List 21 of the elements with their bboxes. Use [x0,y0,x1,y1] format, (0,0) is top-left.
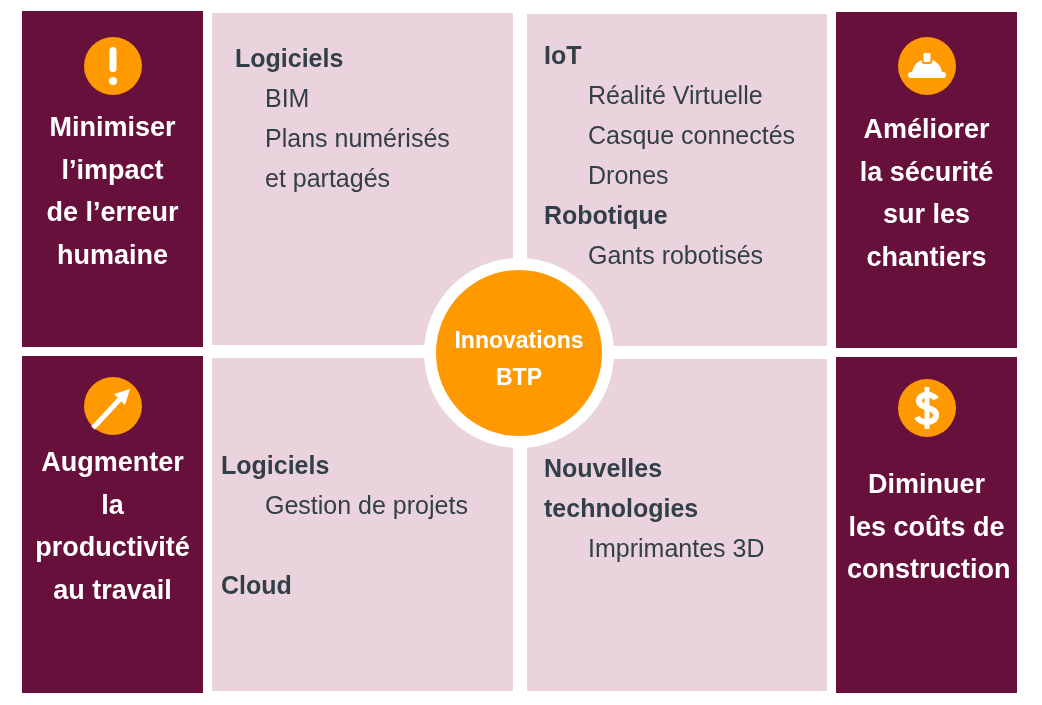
goal-panel [22,11,203,347]
category-heading: Logiciels [221,450,330,481]
goal-text: Minimiser l’impact de l’erreur humaine [45,111,180,272]
category-heading: Cloud [221,570,292,601]
list-item: Casque connectés [588,120,796,151]
list-item: Gestion de projets [265,490,468,521]
category-heading: Nouvelles technologies [544,453,700,524]
category-heading: Robotique [544,200,668,231]
goal-text: Augmenter la productivité au travail [34,446,191,607]
list-item: Gants robotisés [588,240,764,271]
list-item: Imprimantes 3D [588,533,765,564]
list-item: Plans numérisés et partagés [265,123,451,194]
category-heading: IoT [544,40,582,71]
category-heading: Logiciels [235,43,344,74]
list-item: BIM [265,83,310,114]
list-item: Drones [588,160,669,191]
list-item: Réalité Virtuelle [588,80,763,111]
goal-panel [836,12,1017,348]
goal-text: Améliorer la sécurité sur les chantiers [858,113,995,274]
goal-panel [836,357,1017,693]
goal-panel [22,356,203,693]
